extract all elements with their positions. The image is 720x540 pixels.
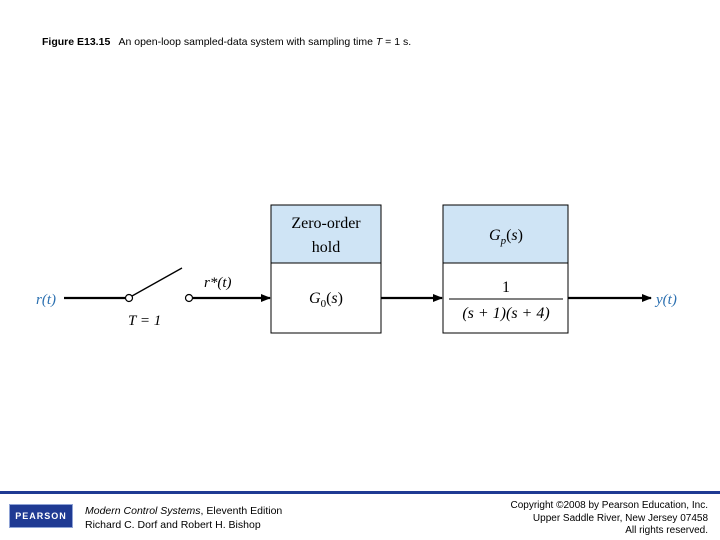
book-authors: Richard C. Dorf and Robert H. Bishop <box>85 518 261 531</box>
book-edition: , Eleventh Edition <box>200 505 283 517</box>
caption-symbol: T <box>375 36 383 48</box>
sampler-period-label: T = 1 <box>128 313 161 329</box>
caption-text-before: An open-loop sampled-data system with sa… <box>118 36 376 48</box>
zoh-header-line1: Zero-order <box>291 215 361 232</box>
plant-block-body <box>442 262 569 334</box>
book-info: Modern Control Systems, Eleventh Edition… <box>85 505 282 532</box>
output-signal-label: y(t) <box>654 292 677 308</box>
sampler-right-terminal <box>184 293 194 303</box>
copyright-line1: Copyright ©2008 by Pearson Education, In… <box>510 500 709 511</box>
sampler-switch-arm <box>131 267 183 297</box>
zoh-block-header <box>270 204 382 264</box>
zoh-transfer-function: G0(s) <box>309 290 343 310</box>
pearson-logo: PEARSON <box>9 504 73 528</box>
input-signal-label: r(t) <box>36 292 56 308</box>
plant-block-header <box>442 204 569 264</box>
sampled-signal-label: r*(t) <box>204 275 232 291</box>
footer-divider <box>0 491 720 494</box>
sampler-left-terminal <box>124 293 134 303</box>
zoh-header-line2: hold <box>312 239 340 256</box>
copyright-line3: All rights reserved. <box>625 525 708 536</box>
plant-header: Gp(s) <box>489 227 523 247</box>
plant-denominator: (s + 1)(s + 4) <box>462 305 549 322</box>
caption-text-after: = 1 s. <box>382 36 412 48</box>
figure-caption: Figure E13.15 An open-loop sampled-data … <box>42 36 411 48</box>
plant-numerator: 1 <box>502 279 510 296</box>
figure-label: Figure E13.15 <box>42 36 111 48</box>
book-title: Modern Control Systems <box>85 505 201 517</box>
zoh-block-body <box>270 262 382 334</box>
copyright-line2: Upper Saddle River, New Jersey 07458 <box>532 512 708 524</box>
copyright-notice: Copyright ©2008 by Pearson Education, In… <box>511 500 709 538</box>
